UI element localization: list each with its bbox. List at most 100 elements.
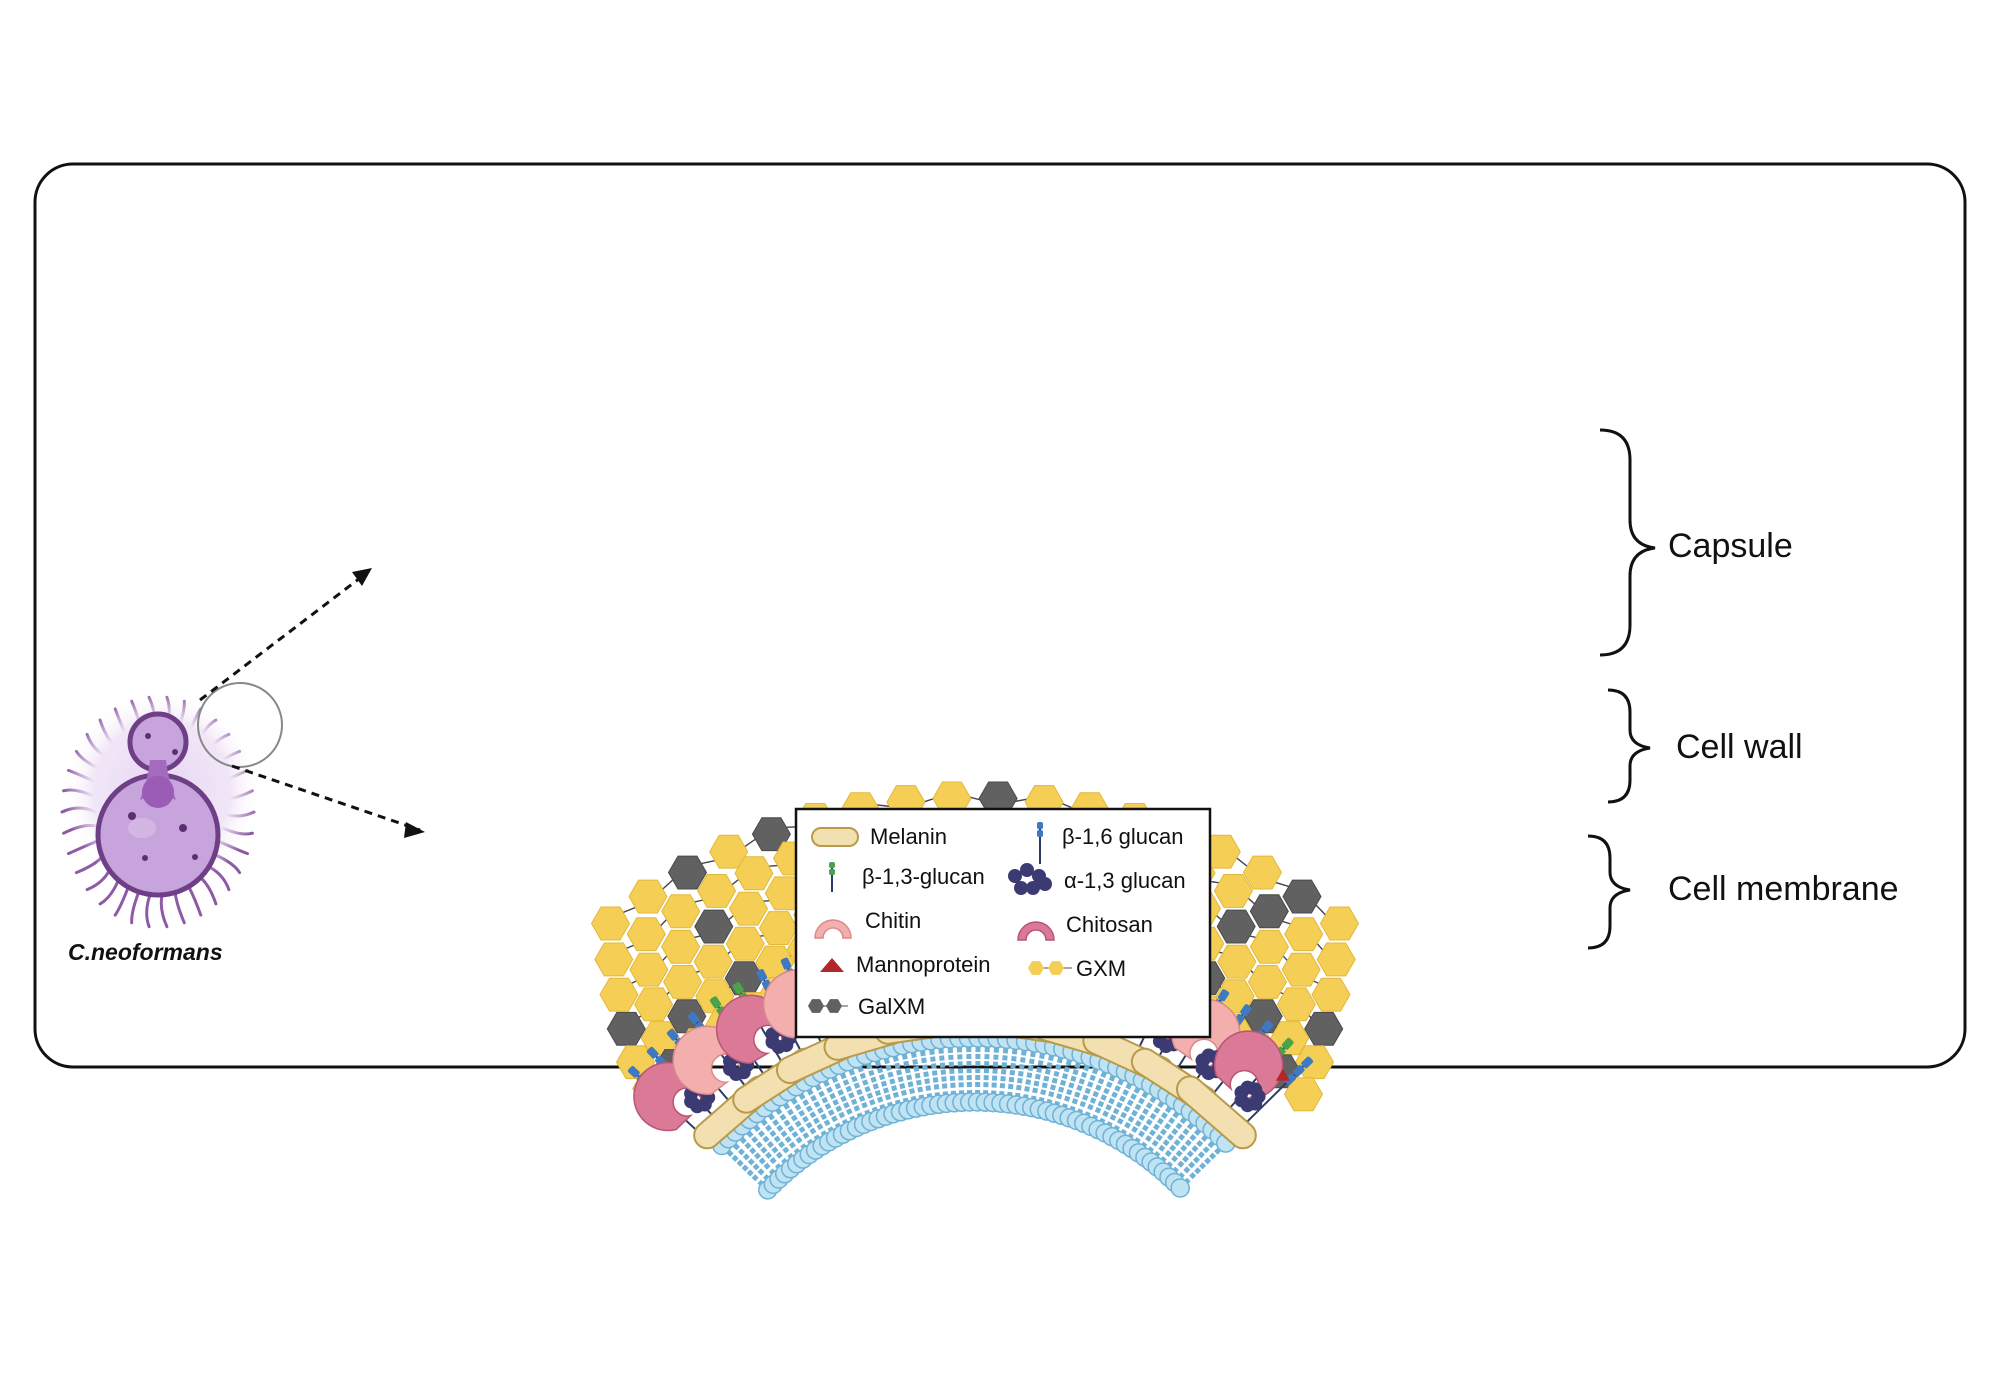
galxm-unit <box>808 999 824 1013</box>
galxm-unit <box>1282 879 1322 914</box>
gxm-unit <box>1247 965 1287 999</box>
gxm-unit <box>1217 944 1257 979</box>
capsule-label: Capsule <box>1668 527 1793 565</box>
beta-1-3-glucan-bead <box>1281 1037 1294 1050</box>
legend-label-melanin: Melanin <box>870 824 947 849</box>
legend-box <box>794 807 1212 1039</box>
gxm-unit <box>1316 942 1356 977</box>
beta-1-6-glucan-bead <box>756 969 768 982</box>
beta-1-6-glucan-bead <box>627 1066 640 1078</box>
beta-1-6-glucan-bead <box>780 957 792 970</box>
gxm-unit <box>1311 977 1351 1012</box>
arrowhead-bottom-icon <box>404 822 425 838</box>
beta-1-6-glucan-icon <box>1037 822 1043 864</box>
lipid-tail <box>1189 1147 1222 1180</box>
melanin-granule <box>1175 1075 1257 1150</box>
beta-1-6-glucan-bead <box>1261 1020 1274 1033</box>
legend-label-galxm: GalXM <box>858 994 925 1019</box>
legend-label-beta-1-3: β-1,3-glucan <box>862 864 985 889</box>
gxm-unit <box>734 856 774 891</box>
legend-label-mannoprotein: Mannoprotein <box>856 952 991 977</box>
gxm-unit <box>599 977 639 1012</box>
lipid-tail <box>739 1136 771 1170</box>
alpha-1-3-glucan-icon <box>1008 863 1052 895</box>
lipid-tail <box>1177 1134 1208 1168</box>
alpha-glucan-bead <box>1248 1082 1263 1097</box>
beta-1-6-glucan-bead <box>1218 989 1230 1002</box>
gxm-unit <box>1048 961 1064 975</box>
beta-1-6-glucan-bead <box>687 1011 700 1024</box>
galxm-icon <box>808 999 848 1013</box>
beta-1-6-glucan-bead <box>646 1046 659 1059</box>
alpha-glucan-bead <box>1020 863 1034 877</box>
lipid-tail <box>1183 1141 1215 1174</box>
galxm-unit <box>667 855 708 890</box>
gxm-unit <box>1028 961 1044 975</box>
mannoprotein-icon <box>820 958 844 972</box>
beta-1-3-glucan-bead <box>709 996 722 1009</box>
gxm-unit <box>590 906 631 941</box>
figure-frame <box>33 162 1967 1069</box>
mannoprotein-unit <box>1275 1068 1290 1081</box>
gxm-unit <box>628 879 668 914</box>
gxm-unit <box>594 942 634 977</box>
beta-1-6-glucan-bead <box>1284 1073 1296 1086</box>
gxm-unit <box>626 917 666 952</box>
lipid-tail <box>726 1149 759 1182</box>
legend-label-beta-1-6: β-1,6 glucan <box>1062 824 1184 849</box>
beta-1-6-glucan-bead <box>1240 1004 1252 1017</box>
zoom-arrow-bottom <box>231 764 421 832</box>
legend-label-alpha-1-3: α-1,3 glucan <box>1064 868 1186 893</box>
gxm-unit <box>1213 874 1253 908</box>
legend-label-gxm: GXM <box>1076 956 1126 981</box>
gxm-unit <box>1281 952 1321 987</box>
galxm-unit <box>1216 909 1256 944</box>
gxm-icon <box>1028 961 1072 975</box>
beta-1-3-glucan-bead <box>732 982 744 995</box>
gxm-unit <box>725 926 765 961</box>
beta-1-6-glucan-bead <box>1301 1056 1314 1069</box>
arrowhead-top-icon <box>352 568 372 586</box>
alpha-glucan-bead <box>1026 881 1040 895</box>
gxm-unit <box>1249 929 1289 964</box>
galxm-unit <box>1304 1011 1344 1046</box>
cell-wall-label: Cell wall <box>1676 728 1803 766</box>
cell-wall-brace <box>1607 688 1651 804</box>
lipid-tail <box>814 1084 838 1123</box>
legend-label-chitosan: Chitosan <box>1066 912 1153 937</box>
melanin-icon <box>811 827 859 847</box>
lipid-tail <box>746 1130 777 1165</box>
cell-membrane-brace <box>1587 834 1631 950</box>
lipid-tail <box>1116 1087 1141 1125</box>
cell-membrane-label: Cell membrane <box>1668 870 1899 908</box>
gxm-unit <box>661 929 701 964</box>
alpha-glucan-bead <box>1014 881 1028 895</box>
galxm-unit <box>1249 894 1289 929</box>
gxm-unit <box>764 876 804 911</box>
lipid-head <box>1170 1178 1190 1198</box>
gxm-unit <box>1284 917 1324 952</box>
capsule-brace <box>1599 428 1656 657</box>
zoom-circle <box>197 682 283 768</box>
gxm-unit <box>661 894 701 929</box>
galxm-unit <box>694 909 734 944</box>
gxm-unit <box>728 891 769 926</box>
gxm-unit <box>1283 1077 1324 1112</box>
legend-label-chitin: Chitin <box>865 908 921 933</box>
organism-label: C.neoformans <box>68 939 223 965</box>
lipid-tail <box>733 1143 765 1176</box>
gxm-unit <box>697 874 737 908</box>
chitin-icon <box>814 919 852 939</box>
alpha-glucan-bead <box>1008 869 1022 883</box>
gxm-unit <box>634 987 674 1022</box>
gxm-unit <box>1276 987 1316 1022</box>
alpha-glucan-bead <box>1038 877 1052 891</box>
legend: Melanin β-1,6 glucan β-1,3-glucan α-1,3 … <box>794 807 1212 1039</box>
beta-1-3-glucan-icon <box>829 862 835 892</box>
beta-1-6-glucan-bead <box>1292 1064 1305 1077</box>
gxm-unit <box>1242 855 1283 890</box>
beta-1-6-glucan-bead <box>666 1028 679 1041</box>
gxm-unit <box>663 965 703 999</box>
nucleus <box>142 776 174 808</box>
